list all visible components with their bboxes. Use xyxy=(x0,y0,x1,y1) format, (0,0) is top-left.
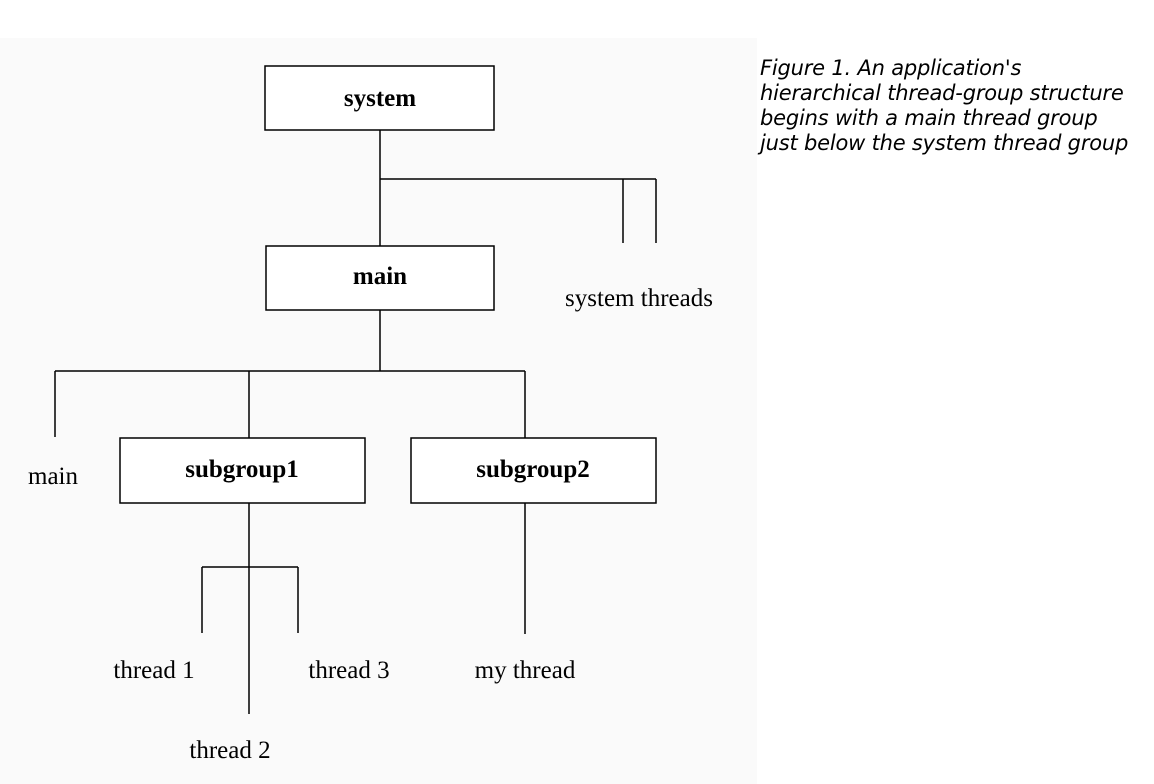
node-system: system xyxy=(264,65,495,131)
thread-group-diagram: system main subgroup1 subgroup2 system t… xyxy=(28,65,713,764)
node-subgroup2: subgroup2 xyxy=(410,437,657,504)
leaf-thread-1: thread 1 xyxy=(113,657,194,684)
node-subgroup1-label: subgroup1 xyxy=(185,456,299,483)
node-main: main xyxy=(265,245,495,311)
leaf-system-threads: system threads xyxy=(565,285,713,312)
figure-caption: Figure 1. An application's hierarchical … xyxy=(760,56,1129,155)
leaf-my-thread: my thread xyxy=(475,657,576,684)
leaf-thread-3: thread 3 xyxy=(308,657,389,684)
node-subgroup2-label: subgroup2 xyxy=(476,456,590,483)
node-system-label: system xyxy=(344,85,416,112)
leaf-main-thread: main xyxy=(28,463,78,490)
connectors xyxy=(54,130,657,714)
leaf-thread-2: thread 2 xyxy=(189,737,270,764)
node-subgroup1: subgroup1 xyxy=(119,437,366,504)
diagram-panel xyxy=(0,38,757,784)
node-main-label: main xyxy=(353,263,407,290)
